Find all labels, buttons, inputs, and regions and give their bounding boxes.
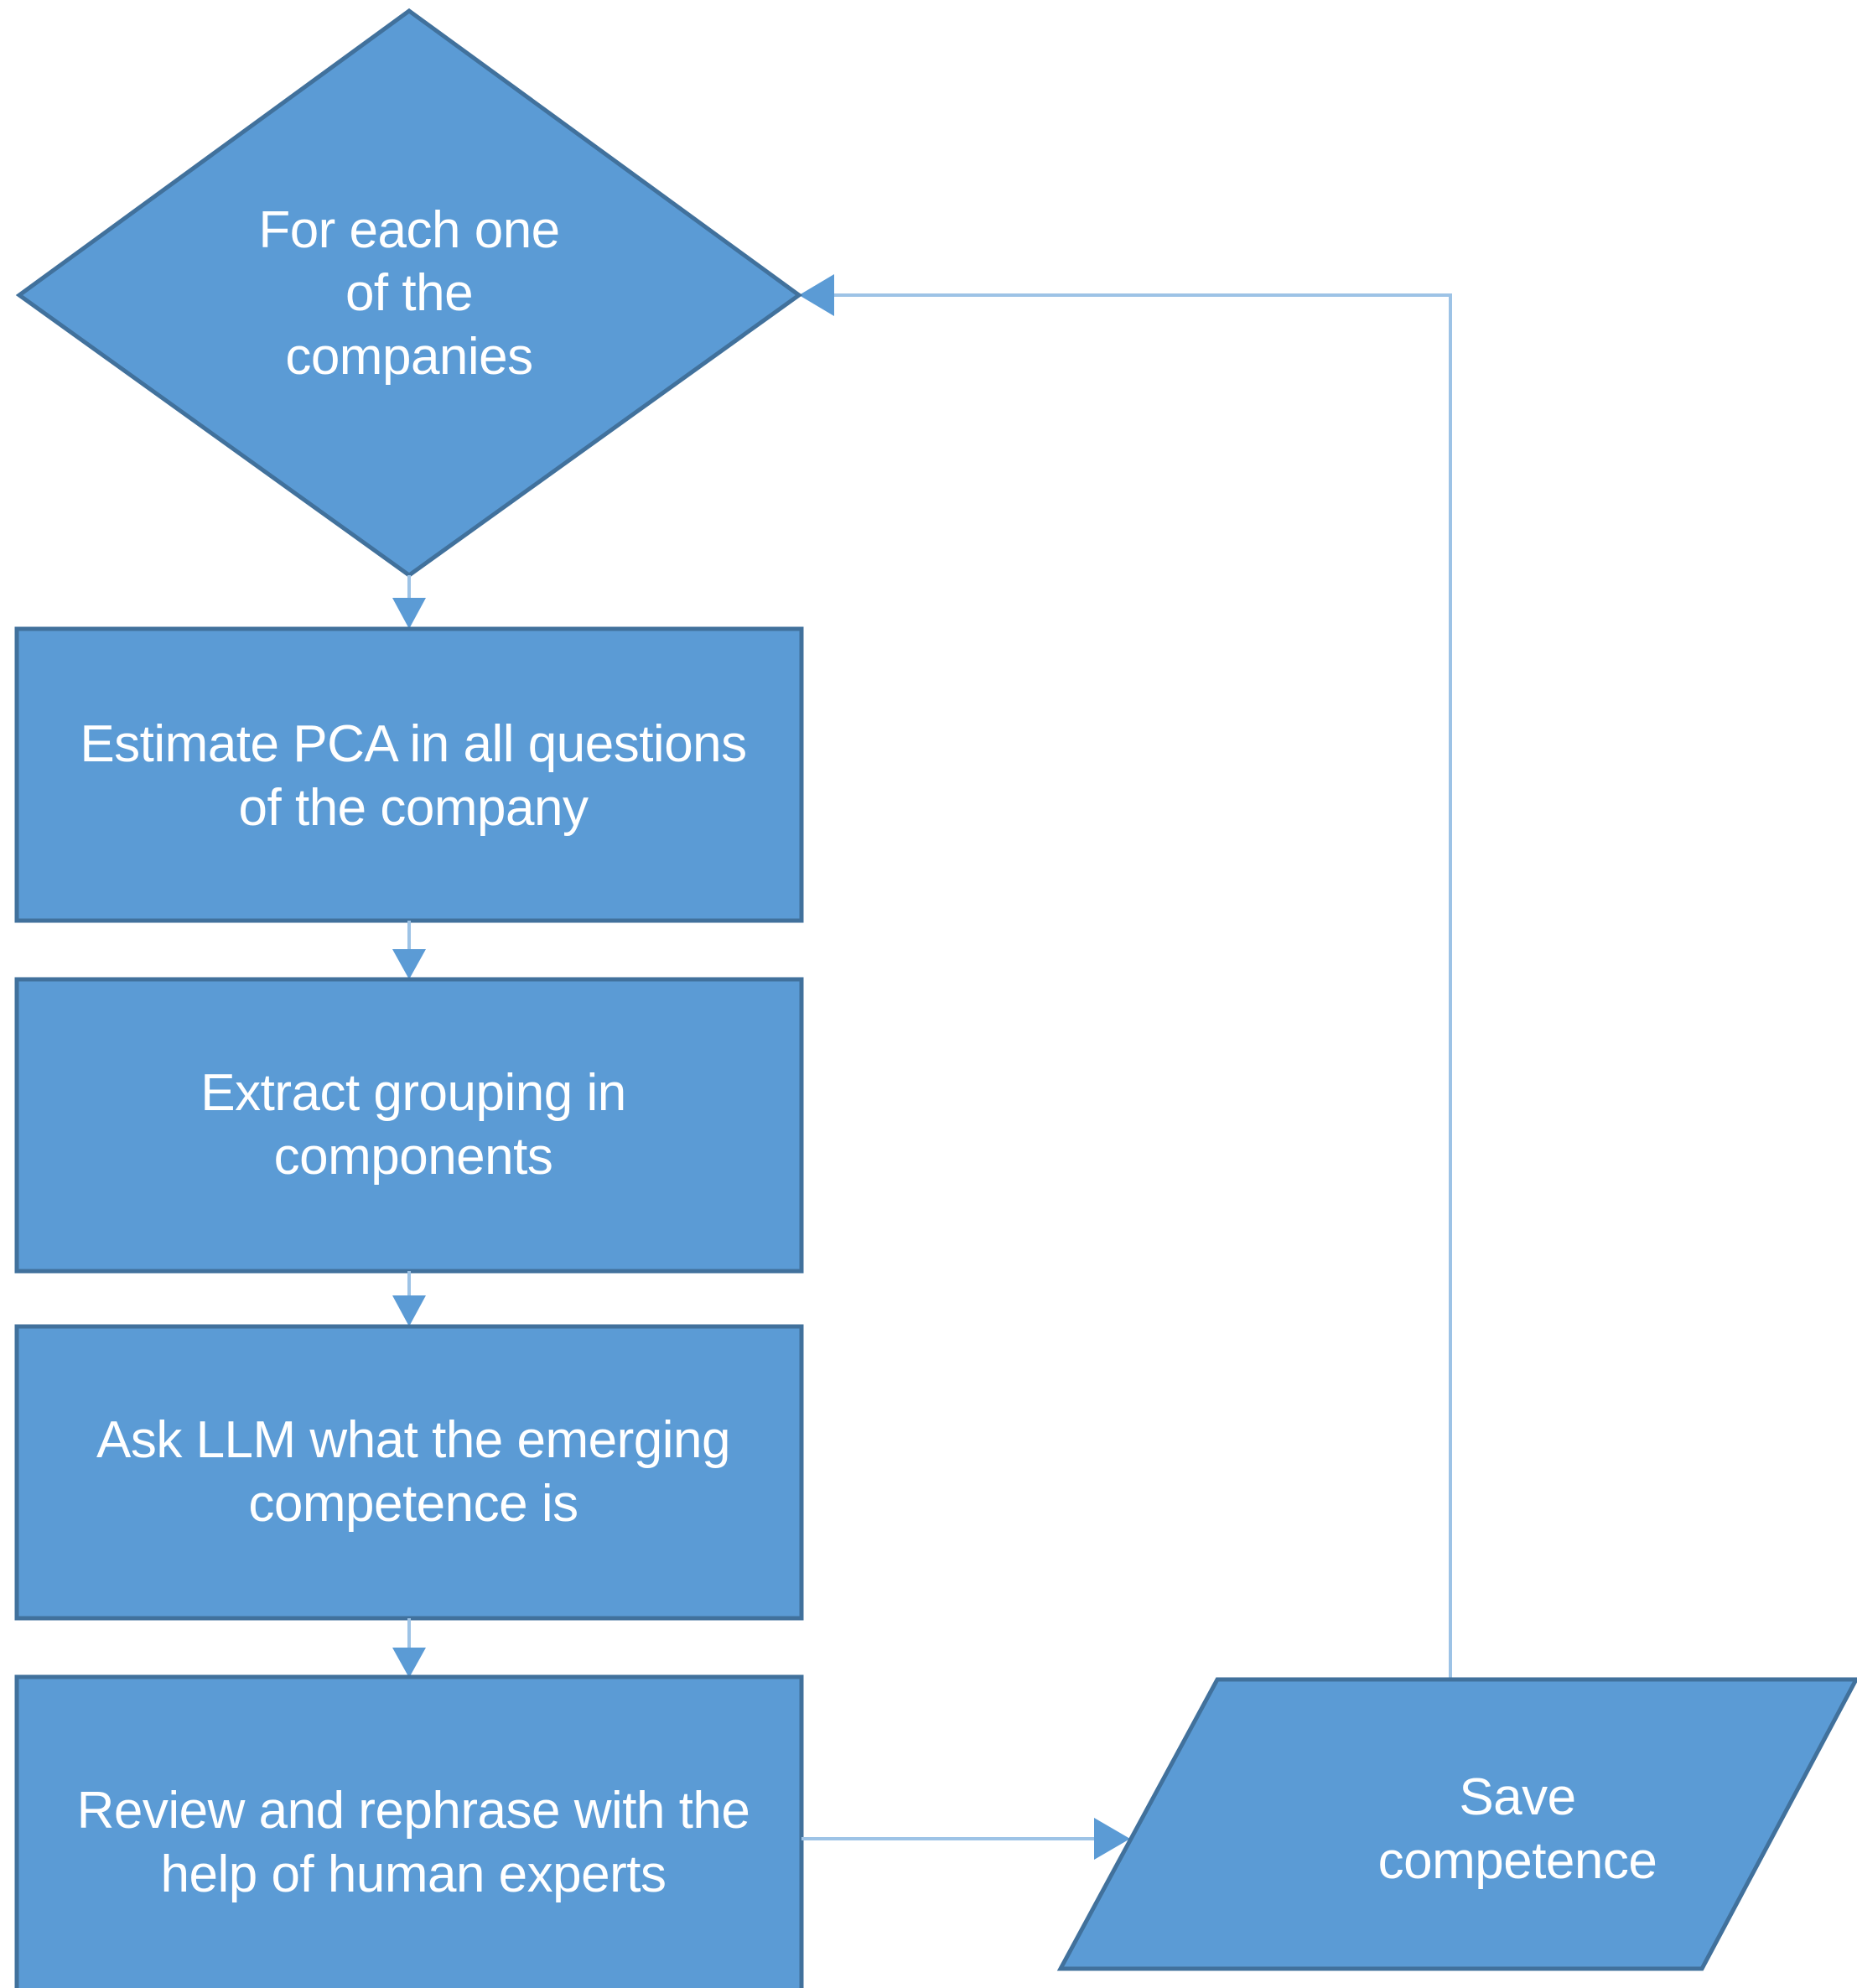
edge-grouping-to-llm[interactable] xyxy=(392,1271,426,1326)
edge-save-to-decision[interactable] xyxy=(799,274,1452,1727)
edge-review-to-save[interactable] xyxy=(801,1818,1130,1860)
process-review-rephrase-shape[interactable] xyxy=(14,1674,804,1988)
process-ask-llm-shape[interactable] xyxy=(14,1324,804,1621)
data-save-competence-shape[interactable] xyxy=(1056,1677,1857,1971)
edge-pca-to-grouping[interactable] xyxy=(392,921,426,979)
process-extract-grouping-shape[interactable] xyxy=(14,977,804,1274)
decision-companies-shape[interactable] xyxy=(15,8,803,579)
edge-llm-to-review[interactable] xyxy=(392,1618,426,1678)
process-estimate-pca-shape[interactable] xyxy=(14,626,804,923)
edge-decision-to-pca[interactable] xyxy=(392,575,426,629)
